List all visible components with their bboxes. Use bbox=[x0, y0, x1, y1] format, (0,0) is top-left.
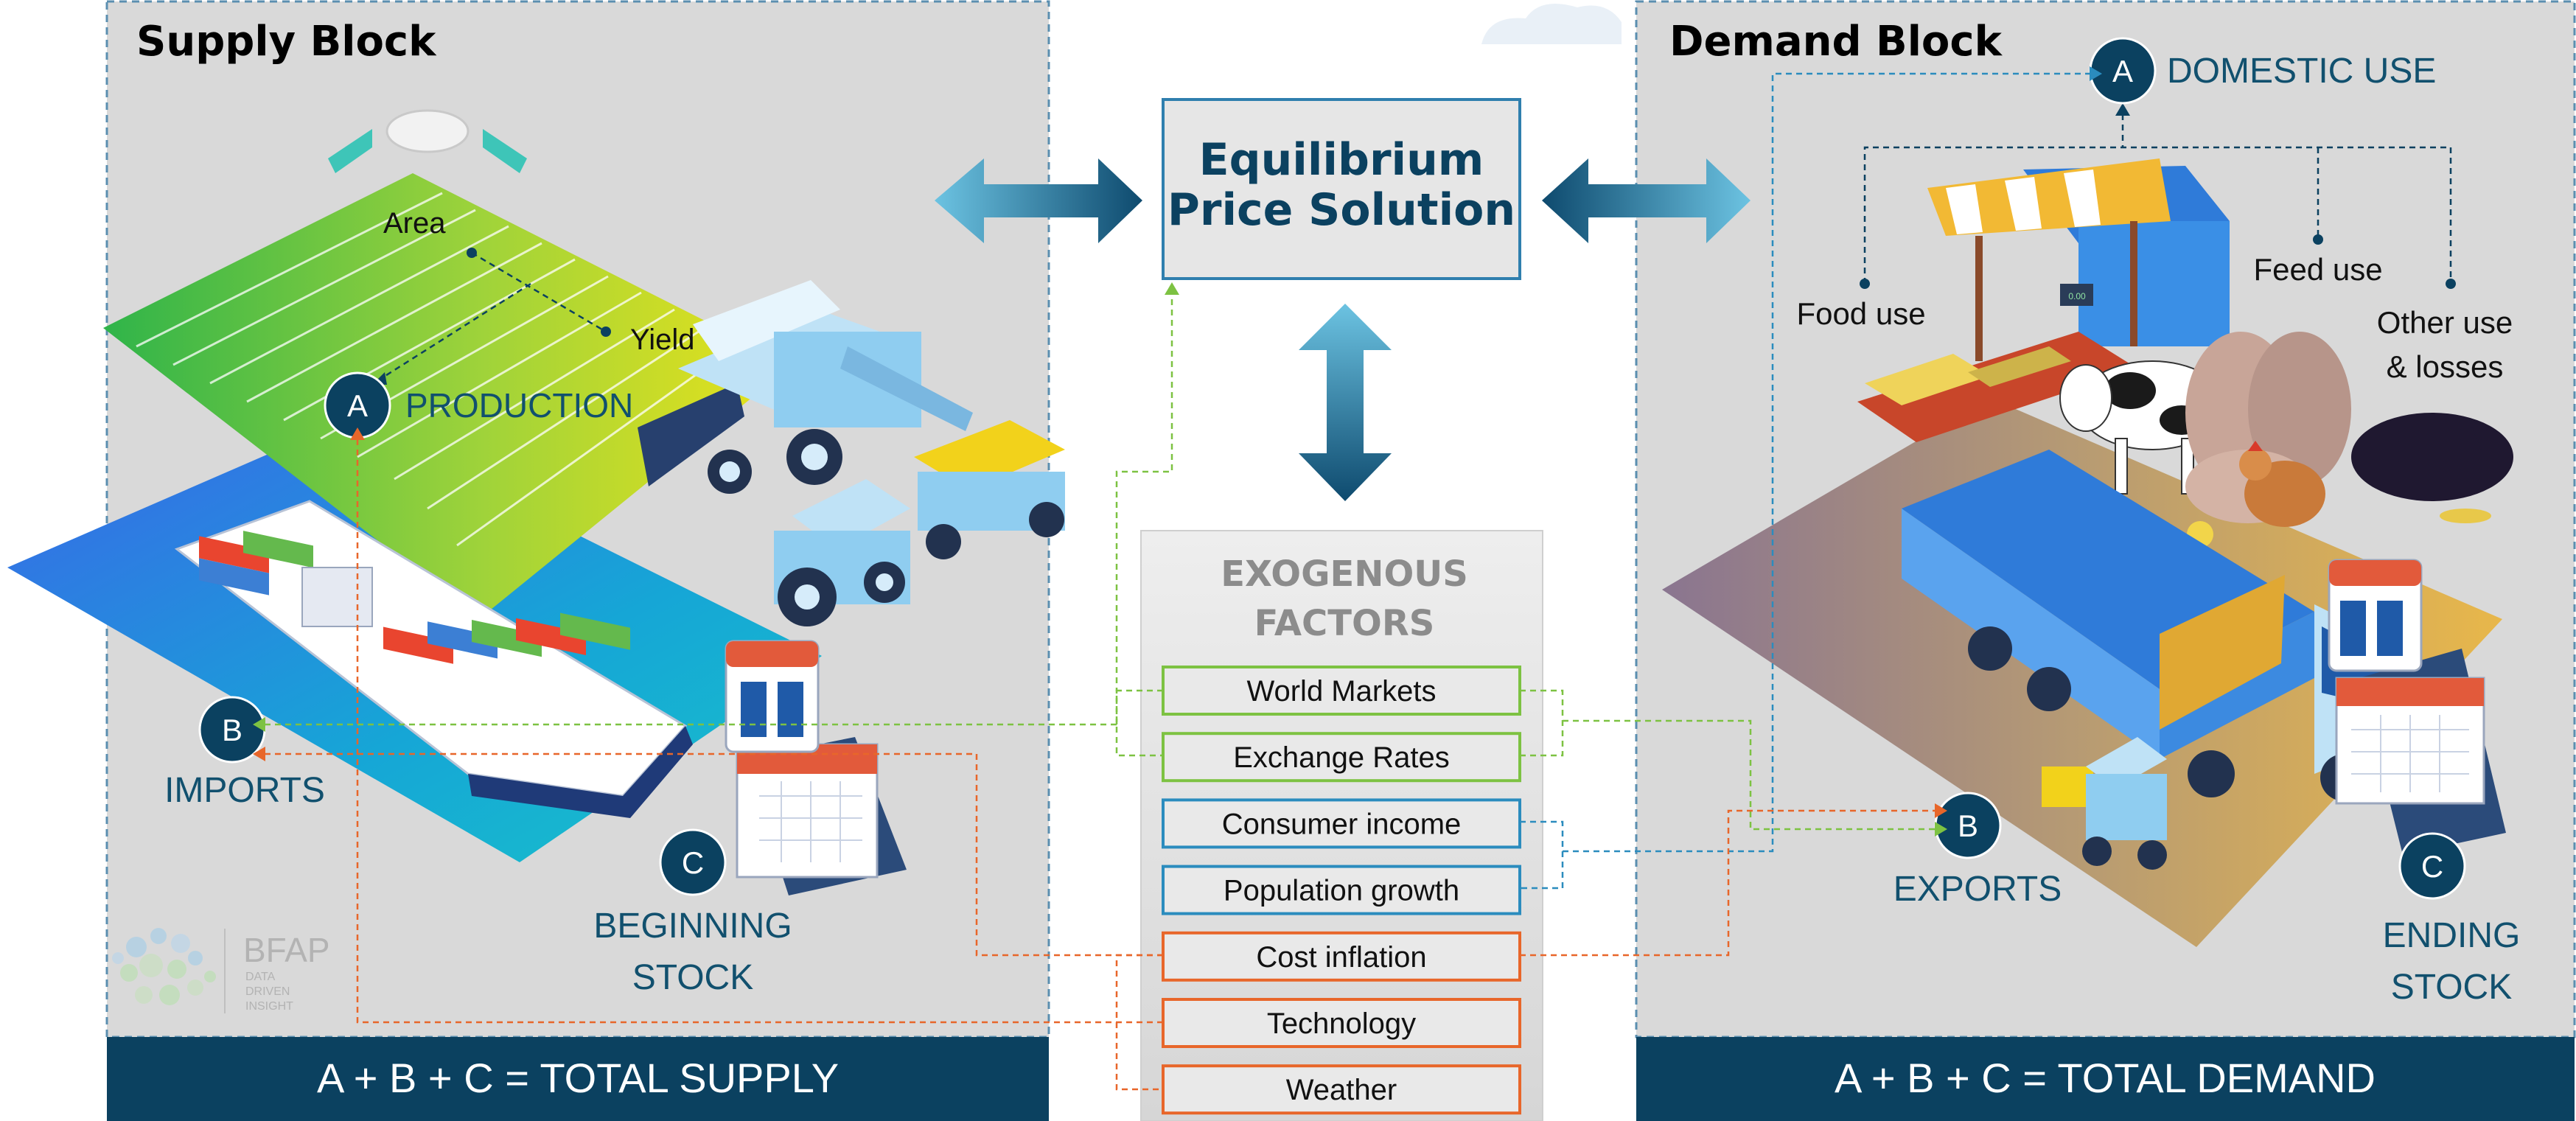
imports-label: IMPORTS bbox=[164, 771, 325, 810]
supply-formula: A + B + C = TOTAL SUPPLY bbox=[317, 1055, 839, 1101]
equilibrium-line2: Price Solution bbox=[1167, 184, 1515, 236]
calendar-icon bbox=[725, 640, 907, 895]
supply-block: Area Yield bbox=[7, 0, 1065, 1121]
yield-label: Yield bbox=[630, 324, 694, 356]
factor-box bbox=[1162, 998, 1521, 1048]
factor-box bbox=[1162, 732, 1521, 783]
arrowhead-production-orange bbox=[350, 427, 365, 440]
demand-block-title: Demand Block bbox=[1669, 18, 2003, 66]
ending-stock-line1: ENDING bbox=[2383, 916, 2521, 955]
domestic-use-letter: A bbox=[2112, 54, 2133, 88]
equilibrium-box bbox=[1162, 98, 1521, 280]
area-label: Area bbox=[383, 207, 446, 240]
exports-label: EXPORTS bbox=[1893, 870, 2062, 909]
production-letter: A bbox=[347, 388, 368, 423]
arrowhead-exports-green bbox=[1935, 822, 1947, 837]
food-use-dot bbox=[1860, 279, 1870, 289]
supply-footer bbox=[107, 1037, 1049, 1121]
harvester-icon bbox=[638, 280, 973, 494]
demand-footer bbox=[1636, 1037, 2575, 1121]
cargo-ship-icon bbox=[174, 500, 693, 818]
beginning-stock-badge bbox=[659, 828, 727, 896]
exogenous-title-line1: EXOGENOUS bbox=[1221, 553, 1468, 595]
factor-label: Cost inflation bbox=[1256, 941, 1426, 974]
supply-block-title: Supply Block bbox=[136, 18, 437, 66]
factor-connectors bbox=[265, 72, 2090, 1091]
factor-label: Exchange Rates bbox=[1233, 741, 1450, 774]
satellite-icon bbox=[328, 109, 527, 173]
ending-stock-line2: STOCK bbox=[2391, 968, 2512, 1007]
factor-label: World Markets bbox=[1246, 675, 1436, 708]
beginning-stock-letter: C bbox=[682, 845, 704, 880]
other-use-label-2: & losses bbox=[2387, 349, 2504, 384]
exports-letter: B bbox=[1958, 809, 1978, 843]
chicken-icon bbox=[2187, 441, 2325, 548]
equilibrium-line1: Equilibrium bbox=[1199, 134, 1484, 186]
other-use-dot bbox=[2446, 279, 2456, 289]
tractor-icon bbox=[774, 420, 1065, 626]
feed-use-dot bbox=[2313, 234, 2323, 245]
calendar-icon-demand bbox=[2328, 559, 2506, 855]
arrowhead-imports-green bbox=[253, 717, 265, 732]
production-label: PRODUCTION bbox=[405, 386, 633, 425]
market-stall-icon bbox=[1857, 158, 2230, 442]
bfap-logo-tag1: DATA bbox=[245, 971, 276, 983]
demand-formula: A + B + C = TOTAL DEMAND bbox=[1835, 1055, 2376, 1101]
vertical-double-arrow bbox=[1299, 304, 1392, 501]
bfap-logo-tag3: INSIGHT bbox=[245, 1000, 293, 1013]
beginning-stock-line2: STOCK bbox=[632, 958, 753, 997]
forklift-icon bbox=[2042, 737, 2167, 870]
factor-label: Consumer income bbox=[1222, 808, 1462, 840]
factor-box bbox=[1162, 666, 1521, 716]
arrowhead-equilibrium-green bbox=[1165, 282, 1179, 295]
cloud-decoration bbox=[1481, 4, 1622, 44]
ending-stock-letter: C bbox=[2421, 849, 2443, 884]
factor-box bbox=[1162, 931, 1521, 982]
bfap-logo: BFAP DATA DRIVEN INSIGHT bbox=[112, 928, 330, 1013]
factor-label: Population growth bbox=[1224, 875, 1459, 907]
arrowhead-domestic-blue bbox=[2090, 66, 2102, 81]
exogenous-title-line2: FACTORS bbox=[1254, 603, 1435, 644]
arrowhead-imports-orange bbox=[253, 747, 265, 761]
factor-box bbox=[1162, 1064, 1521, 1115]
containers bbox=[199, 531, 630, 664]
feed-use-label: Feed use bbox=[2253, 252, 2382, 287]
food-use-label: Food use bbox=[1796, 296, 1925, 331]
domestic-use-label: DOMESTIC USE bbox=[2167, 52, 2436, 91]
domestic-arrowhead bbox=[2115, 103, 2130, 116]
factor-box bbox=[1162, 798, 1521, 849]
factor-label: Technology bbox=[1267, 1007, 1416, 1040]
right-double-arrow bbox=[1542, 158, 1751, 243]
left-double-arrow bbox=[935, 158, 1142, 243]
factor-box bbox=[1162, 865, 1521, 915]
scale-display: 0.00 bbox=[2068, 291, 2086, 301]
waste-bag-icon bbox=[2351, 413, 2513, 523]
demand-block: 0.00 bbox=[1481, 0, 2576, 1121]
bfap-logo-tag2: DRIVEN bbox=[245, 985, 290, 998]
center-column: Equilibrium Price Solution EXOGENOUS FAC… bbox=[253, 66, 2102, 1121]
factor-label: Weather bbox=[1286, 1074, 1397, 1106]
other-use-label-1: Other use bbox=[2377, 305, 2513, 340]
bfap-logo-name: BFAP bbox=[243, 931, 330, 969]
domestic-use-connectors bbox=[1863, 114, 2452, 284]
ending-stock-badge bbox=[2398, 832, 2466, 900]
arrowhead-exports-orange bbox=[1935, 803, 1947, 818]
beginning-stock-line1: BEGINNING bbox=[593, 907, 792, 946]
imports-letter: B bbox=[222, 713, 242, 747]
crop-field bbox=[103, 173, 792, 619]
